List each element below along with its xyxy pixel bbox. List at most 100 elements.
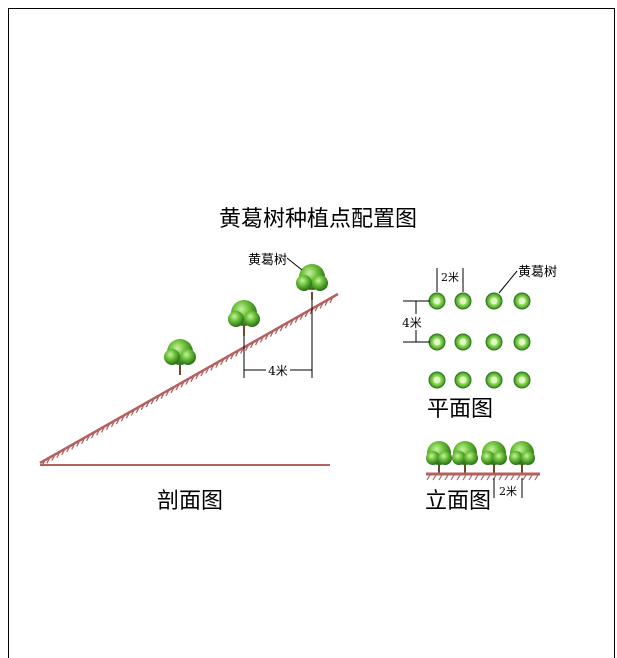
hatch-mark [468, 474, 473, 481]
hatch-mark [105, 423, 111, 430]
section-leader-line [286, 257, 303, 271]
hatch-mark [240, 347, 245, 354]
hatch-mark [319, 302, 324, 309]
plan-tree [454, 333, 472, 351]
hatch-mark [210, 364, 215, 371]
diagram-title: 黄葛树种植点配置图 [219, 207, 417, 232]
hatch-mark [254, 338, 260, 346]
plan-tree [513, 292, 531, 310]
hatch-mark [100, 426, 106, 433]
hatch-mark [61, 448, 66, 456]
section-tree [228, 300, 260, 336]
elevation-tree [452, 441, 478, 474]
elevation-trees [426, 441, 535, 474]
hatch-mark [225, 355, 230, 363]
plan-caption: 平面图 [427, 397, 493, 422]
hatch-mark [504, 474, 509, 481]
section-caption: 剖面图 [157, 489, 223, 514]
hatch-mark [456, 474, 461, 481]
hatch-mark [145, 400, 150, 408]
hatch-mark [274, 327, 279, 335]
page-frame [8, 8, 615, 658]
hatch-mark [91, 431, 96, 439]
plan-tree [428, 333, 446, 351]
hatch-mark [81, 437, 86, 444]
elevation-spacing-label: 2米 [499, 485, 517, 498]
hatch-mark [299, 313, 304, 321]
hatch-mark [269, 330, 275, 337]
hatch-mark [264, 333, 270, 340]
hatch-mark [110, 420, 116, 428]
hatch-mark [66, 445, 71, 453]
hatch-mark [215, 361, 220, 368]
hatch-mark [498, 474, 503, 481]
hatch-mark [324, 299, 329, 306]
hatch-mark [289, 319, 294, 326]
hatch-mark [329, 296, 334, 304]
hatch-mark [510, 474, 515, 481]
hatch-mark [180, 381, 185, 388]
hatch-mark [120, 414, 126, 422]
hatch-mark [175, 383, 180, 391]
hatch-mark [522, 474, 527, 481]
section-tree-label: 黄葛树 [248, 253, 287, 268]
hatch-mark [235, 350, 240, 357]
hatch-mark [528, 474, 533, 481]
hatch-mark [230, 352, 235, 360]
hatch-mark [86, 434, 91, 442]
hatch-mark [486, 474, 491, 481]
hatch-mark [76, 440, 81, 447]
hatch-mark [96, 428, 101, 436]
hatch-mark [220, 358, 225, 366]
hatch-mark [205, 366, 210, 374]
plan-tree [485, 292, 503, 310]
hatch-mark [480, 474, 485, 481]
hatch-mark [249, 341, 255, 349]
elevation-view: 2米 立面图 [425, 441, 540, 514]
plan-tree [428, 371, 446, 389]
hatch-mark [534, 474, 539, 481]
plan-tree [485, 333, 503, 351]
hatch-mark [71, 442, 76, 450]
plan-tree [454, 292, 472, 310]
plan-tree-label: 黄葛树 [518, 265, 557, 280]
hatch-mark [170, 386, 175, 394]
plan-tree [428, 292, 446, 310]
hatch-mark [474, 474, 479, 481]
hatch-mark [444, 474, 449, 481]
hatch-mark [41, 459, 46, 467]
hatch-mark [155, 395, 160, 402]
hatch-mark [195, 372, 200, 380]
hatch-mark [438, 474, 443, 481]
section-tree [296, 264, 328, 300]
slope-hatching [41, 296, 334, 467]
hatch-mark [304, 310, 309, 318]
hatch-mark [245, 344, 250, 351]
section-tree [164, 339, 196, 375]
hatch-mark [516, 474, 521, 481]
hatch-mark [200, 369, 205, 377]
hatch-mark [135, 406, 140, 413]
hatch-mark [462, 474, 467, 481]
hatch-mark [150, 397, 155, 405]
plan-view: 2米 黄葛树 4米 平面图 [402, 265, 557, 422]
hatch-mark [190, 375, 195, 382]
hatch-mark [125, 412, 130, 419]
hatch-mark [140, 403, 145, 411]
hatch-mark [284, 321, 289, 329]
hatch-mark [432, 474, 437, 481]
hatch-mark [51, 454, 56, 461]
plan-tree [513, 371, 531, 389]
plan-v-spacing-label: 4米 [402, 316, 422, 330]
hatch-mark [259, 335, 265, 343]
hatch-mark [160, 392, 165, 399]
elevation-tree [481, 441, 507, 474]
hatch-mark [56, 451, 61, 459]
plan-tree [513, 333, 531, 351]
section-spacing-label: 4米 [268, 364, 288, 378]
hatch-mark [426, 474, 431, 481]
plan-leader-line [498, 270, 518, 294]
elevation-tree [509, 441, 535, 474]
hatch-mark [294, 316, 299, 323]
